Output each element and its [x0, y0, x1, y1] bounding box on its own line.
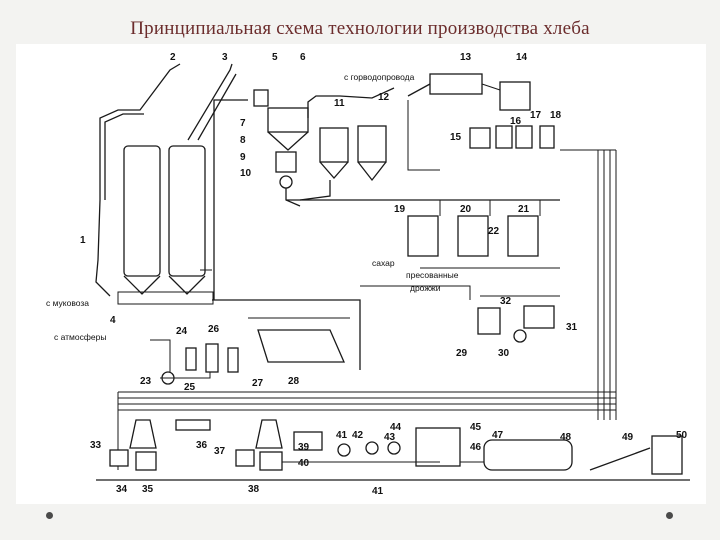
- mark-17: 17: [530, 110, 542, 121]
- mark-29: 29: [456, 348, 468, 359]
- mark-44: 44: [390, 422, 402, 433]
- mark-33: 33: [90, 440, 102, 451]
- mark-15: 15: [450, 132, 462, 143]
- mark-42: 42: [352, 430, 364, 441]
- oven: [483, 439, 573, 471]
- mark-14: 14: [516, 52, 528, 63]
- mark-19: 19: [394, 204, 406, 215]
- conveyor-and-store: [589, 435, 683, 475]
- mark-21: 21: [518, 204, 530, 215]
- mark-3: 3: [222, 52, 228, 63]
- sugar-label: сахар: [372, 258, 395, 268]
- air-unit: [161, 343, 239, 385]
- leaven-tanks: [407, 215, 539, 257]
- mark-32: 32: [500, 296, 512, 307]
- mark-24: 24: [176, 326, 188, 337]
- mark-12: 12: [378, 92, 390, 103]
- mark-49: 49: [622, 432, 634, 443]
- mark-37: 37: [214, 446, 226, 457]
- mark-46: 46: [470, 442, 482, 453]
- mark-13: 13: [460, 52, 472, 63]
- dosing-tanks: [469, 125, 555, 149]
- mark-2: 2: [170, 52, 176, 63]
- mark-9: 9: [240, 152, 246, 163]
- water-tanks: [429, 73, 531, 111]
- flour-truck-label: с муковоза: [46, 298, 89, 308]
- sieve-unit: [253, 89, 309, 189]
- atmosphere-label: с атмосферы: [54, 332, 106, 342]
- mark-34: 34: [116, 484, 128, 495]
- mark-39: 39: [298, 442, 310, 453]
- mark-47: 47: [492, 430, 504, 441]
- nav-dot-left[interactable]: [46, 512, 53, 519]
- mark-20: 20: [460, 204, 472, 215]
- mark-26: 26: [208, 324, 220, 335]
- dough-makeup-line: [293, 427, 461, 467]
- hoppers: [319, 125, 387, 182]
- mark-41-bottom: 41: [372, 486, 384, 497]
- mark-35: 35: [142, 484, 154, 495]
- yeast-label-2: дрожжи: [410, 283, 441, 293]
- salt-dissolver: [257, 329, 345, 363]
- mark-7: 7: [240, 118, 246, 129]
- mark-30: 30: [498, 348, 510, 359]
- mark-5: 5: [272, 52, 278, 63]
- mark-43: 43: [384, 432, 396, 443]
- mark-23: 23: [140, 376, 152, 387]
- mark-41: 41: [336, 430, 348, 441]
- mark-40: 40: [298, 458, 310, 469]
- mark-45: 45: [470, 422, 482, 433]
- mark-10: 10: [240, 168, 252, 179]
- kneading-units: [109, 419, 283, 471]
- mark-16: 16: [510, 116, 522, 127]
- yeast-unit: [477, 305, 555, 343]
- mark-27: 27: [252, 378, 264, 389]
- mark-8: 8: [240, 135, 246, 146]
- mark-48: 48: [560, 432, 572, 443]
- water-supply-label: с горводопровода: [344, 72, 415, 82]
- mark-18: 18: [550, 110, 562, 121]
- slide-title: Принципиальная схема технологии производ…: [130, 18, 590, 39]
- mark-36: 36: [196, 440, 208, 451]
- mark-6: 6: [300, 52, 306, 63]
- mark-4: 4: [110, 315, 116, 326]
- flour-silos: [117, 145, 214, 305]
- mark-1: 1: [80, 235, 86, 246]
- mark-11: 11: [334, 98, 345, 109]
- mark-22: 22: [488, 226, 500, 237]
- mark-50: 50: [676, 430, 688, 441]
- yeast-label-1: пресованные: [406, 270, 459, 280]
- mark-38: 38: [248, 484, 260, 495]
- nav-dot-right[interactable]: [666, 512, 673, 519]
- mark-28: 28: [288, 376, 300, 387]
- mark-25: 25: [184, 382, 196, 393]
- mark-31: 31: [566, 322, 578, 333]
